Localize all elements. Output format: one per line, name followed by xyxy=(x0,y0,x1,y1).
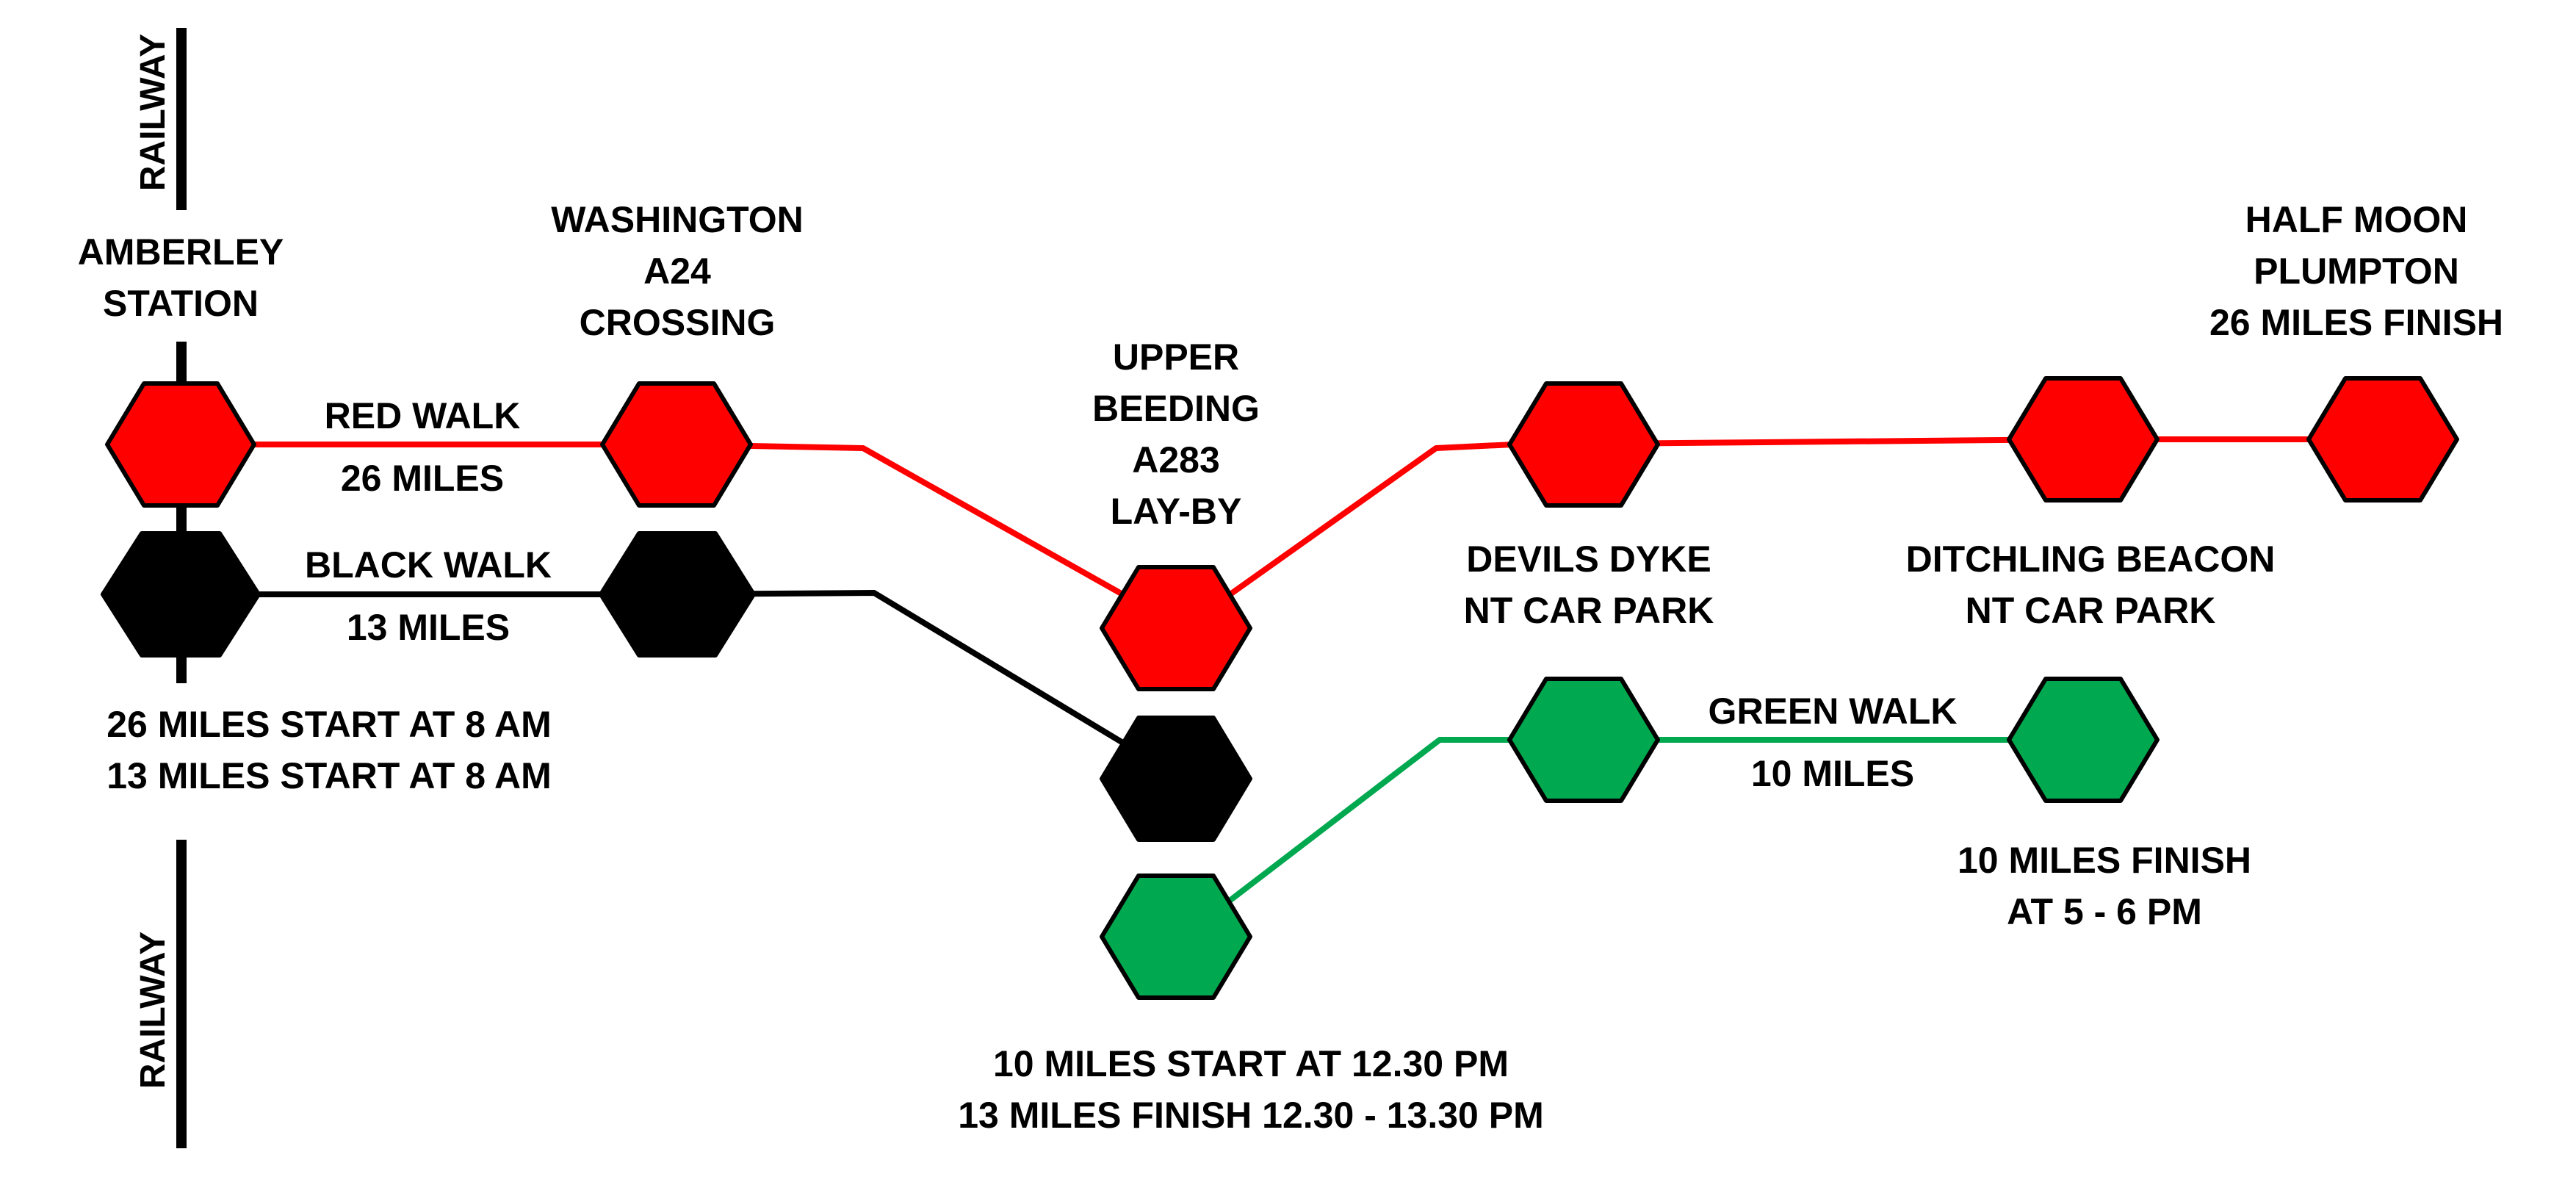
walk-labels: RED WALK 26 MILES BLACK WALK 13 MILES GR… xyxy=(305,395,1957,794)
railway-label-top: RAILWAY xyxy=(134,34,173,191)
stop-upper-beeding-black xyxy=(1100,716,1252,842)
stop-washington-black xyxy=(599,531,756,658)
start-times-line-1: 26 MILES START AT 8 AM xyxy=(107,704,552,745)
amberley-label-line-1: AMBERLEY xyxy=(78,231,284,273)
stop-amberley-black xyxy=(101,531,261,658)
half-moon-label-line-2: PLUMPTON xyxy=(2254,251,2459,292)
black-route-line xyxy=(181,590,1185,782)
ditchling-label-line-2: NT CAR PARK xyxy=(1966,590,2216,631)
railway-line-bottom xyxy=(176,840,187,1148)
stops xyxy=(101,376,2459,1000)
devils-dyke-label-line-2: NT CAR PARK xyxy=(1464,590,1714,631)
mid-times-line-2: 13 MILES FINISH 12.30 - 13.30 PM xyxy=(958,1095,1544,1136)
start-times-line-2: 13 MILES START AT 8 AM xyxy=(107,755,552,796)
stop-ditchling-red xyxy=(2007,376,2160,503)
stop-amberley-red xyxy=(105,381,256,508)
stop-upper-beeding-red xyxy=(1100,565,1252,691)
green-walk-distance: 10 MILES xyxy=(1751,753,1914,794)
mid-times-line-1: 10 MILES START AT 12.30 PM xyxy=(993,1043,1509,1084)
upper-beeding-label-line-4: LAY-BY xyxy=(1111,491,1242,532)
half-moon-label-line-1: HALF MOON xyxy=(2245,199,2468,240)
railway-line-top xyxy=(176,28,187,210)
stop-ditchling-green xyxy=(2007,677,2160,803)
red-walk-distance: 26 MILES xyxy=(341,458,504,499)
half-moon-label-line-3: 26 MILES FINISH xyxy=(2209,302,2503,343)
ditchling-label-line-1: DITCHLING BEACON xyxy=(1906,539,2276,580)
stop-devils-dyke-red xyxy=(1507,381,1660,508)
upper-beeding-label-line-2: BEEDING xyxy=(1092,388,1260,429)
stop-half-moon-red xyxy=(2306,376,2459,503)
upper-beeding-label-line-3: A283 xyxy=(1132,439,1220,480)
stop-devils-dyke-green xyxy=(1507,677,1660,803)
washington-label-line-2: A24 xyxy=(643,251,711,292)
black-walk-name: BLACK WALK xyxy=(305,544,552,586)
green-walk-name: GREEN WALK xyxy=(1709,691,1958,732)
green-route-line xyxy=(1180,737,2086,940)
amberley-label-line-2: STATION xyxy=(103,283,259,324)
stop-washington-red xyxy=(600,381,753,508)
timing-notes: 26 MILES START AT 8 AM 13 MILES START AT… xyxy=(107,704,2251,1136)
washington-label-line-3: CROSSING xyxy=(580,302,776,343)
black-walk-distance: 13 MILES xyxy=(347,607,510,648)
upper-beeding-label-line-1: UPPER xyxy=(1113,336,1239,378)
red-walk-name: RED WALK xyxy=(325,395,521,436)
location-labels: AMBERLEY STATION WASHINGTON A24 CROSSING… xyxy=(78,199,2503,631)
green-finish-line-2: AT 5 - 6 PM xyxy=(2007,891,2202,932)
railway-label-bottom: RAILWAY xyxy=(134,932,173,1089)
washington-label-line-1: WASHINGTON xyxy=(551,199,804,240)
stop-upper-beeding-green xyxy=(1100,874,1252,1000)
green-finish-line-1: 10 MILES FINISH xyxy=(1958,840,2251,881)
devils-dyke-label-line-1: DEVILS DYKE xyxy=(1466,539,1711,580)
